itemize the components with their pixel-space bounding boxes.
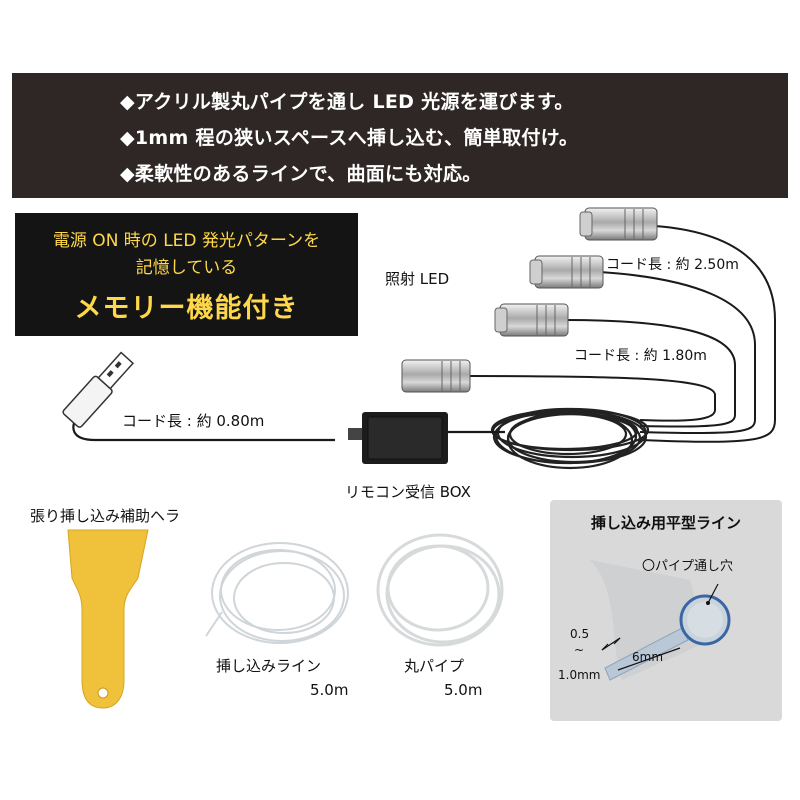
cord-led-2 xyxy=(599,271,756,435)
spatula-label: 張り挿し込み補助ヘラ xyxy=(30,507,181,525)
feature-line-1: ◆アクリル製丸パイプを通し LED 光源を運びます。 xyxy=(120,91,574,113)
cord-led-3 xyxy=(564,319,736,428)
flat-line-drawing xyxy=(590,560,731,681)
memory-line-2: 記憶している xyxy=(135,258,238,278)
cord-length-250: コード長 : 約 2.50m xyxy=(606,257,739,273)
cord-led-1 xyxy=(639,225,776,443)
led-head-1 xyxy=(579,207,658,241)
width-arrow xyxy=(617,647,681,671)
thickness-arrow xyxy=(601,637,621,651)
remote-receiver-box xyxy=(348,412,448,464)
feature-banner: ◆アクリル製丸パイプを通し LED 光源を運びます。 ◆1mm 程の狭いスペース… xyxy=(12,73,788,198)
memory-feature-box: 電源 ON 時の LED 発光パターンを 記憶している メモリー機能付き xyxy=(15,213,358,336)
cord-length-080: コード長 : 約 0.80m xyxy=(122,412,265,430)
pipe-hole-label: 〇パイプ通し穴 xyxy=(642,559,734,574)
led-cords xyxy=(469,225,776,443)
round-pipe-length: 5.0m xyxy=(444,681,483,699)
cable-coil xyxy=(490,407,650,470)
usb-plug xyxy=(62,351,135,428)
feature-line-3: ◆柔軟性のあるラインで、曲面にも対応。 xyxy=(120,163,482,185)
spatula-tool xyxy=(67,529,149,709)
feature-line-2: ◆1mm 程の狭いスペースへ挿し込む、簡単取付け。 xyxy=(120,127,579,149)
led-head-2 xyxy=(529,255,604,289)
insert-line-coil xyxy=(205,542,349,644)
led-label: 照射 LED xyxy=(385,270,450,288)
led-head-3 xyxy=(494,303,569,337)
thickness-bottom: 1.0mm xyxy=(558,668,601,682)
cord-length-180: コード長 : 約 1.80m xyxy=(574,348,707,364)
round-pipe-coil xyxy=(376,533,504,647)
flat-line-inset: 挿し込み用平型ライン 〇パイプ通し穴 0.5 ~ 1.0mm 6mm xyxy=(550,500,782,721)
inset-title: 挿し込み用平型ライン xyxy=(590,514,741,532)
receiver-box-label: リモコン受信 BOX xyxy=(345,483,471,501)
width-label: 6mm xyxy=(632,650,664,664)
memory-line-1: 電源 ON 時の LED 発光パターンを xyxy=(52,231,321,251)
cord-led-4 xyxy=(469,375,716,422)
insert-line-label: 挿し込みライン xyxy=(216,657,322,675)
thickness-mid: ~ xyxy=(574,643,585,657)
thickness-top: 0.5 xyxy=(570,627,590,641)
memory-line-3: メモリー機能付き xyxy=(74,293,299,324)
insert-line-length: 5.0m xyxy=(310,681,349,699)
round-pipe-label: 丸パイプ xyxy=(404,657,465,675)
led-head-4 xyxy=(401,359,471,393)
